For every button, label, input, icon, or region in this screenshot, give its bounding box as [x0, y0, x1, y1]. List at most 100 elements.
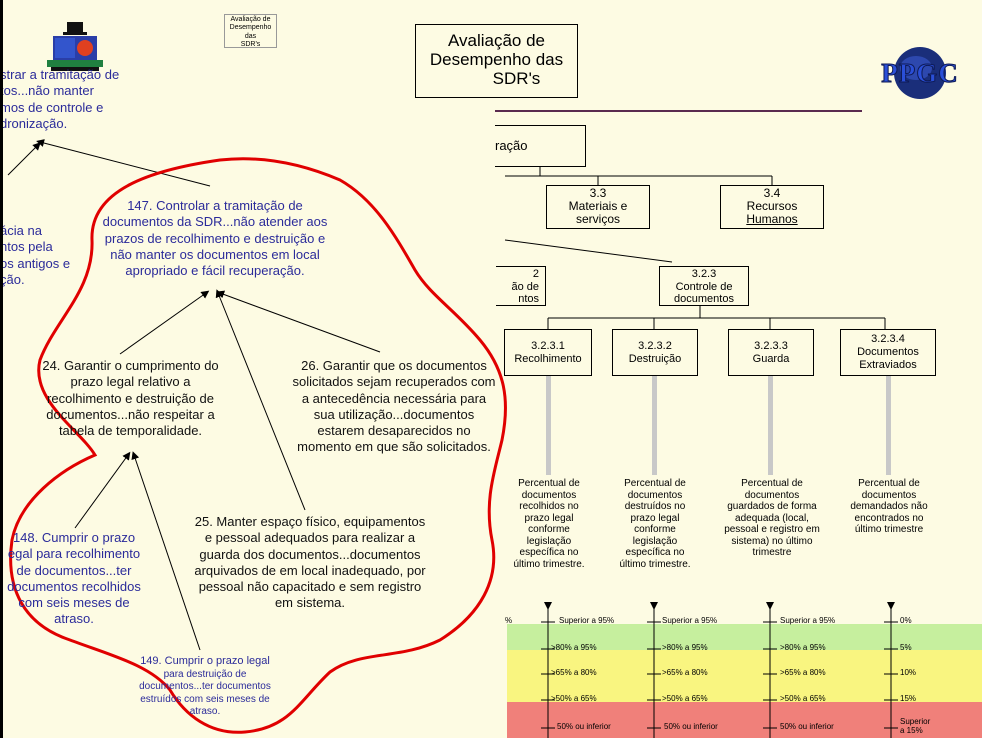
indicator-recolhimento: Percentual de documentos recolhidos no p… [513, 478, 585, 570]
node-side-partial: ácia na ntos pela os antigos e ção. [0, 223, 90, 288]
page-title-box: Avaliação de Desempenho das SDR's [415, 24, 578, 98]
node-text-line: com seis meses de [18, 595, 130, 610]
node-text-line: e pessoal adequados para realizar a [204, 530, 416, 546]
node-text-line: não manter os documentos em local [110, 246, 320, 262]
node-24: 24. Garantir o cumprimento do prazo lega… [28, 358, 233, 439]
leaf-3-2-3-3: 3.2.3.3 Guarda [728, 329, 814, 376]
small-title-line: Avaliação de [230, 16, 271, 23]
indicator-guarda: Percentual de documentos guardados de fo… [724, 478, 820, 558]
node-label: Humanos [746, 212, 798, 227]
node-label: Materiais e [568, 199, 628, 214]
small-title-box: Avaliação de Desempenho das SDR's [224, 14, 277, 48]
leaf-id: 3.2.3.2 [638, 340, 672, 352]
scale-label: >80% a 95% [551, 643, 597, 652]
node-text-line: strar a tramitação de [0, 67, 120, 82]
node-label: ração [495, 138, 528, 153]
node-text-line: para destruição de [163, 668, 247, 680]
node-147: 147. Controlar a tramitação de documento… [95, 198, 335, 279]
node-text-line: documentos...não respeitar a [46, 406, 215, 422]
node-label: serviços [575, 212, 620, 227]
scale-label: >80% a 95% [780, 643, 826, 652]
node-label: Controle de [675, 280, 733, 293]
node-25: 25. Manter espaço físico, equipamentos e… [185, 514, 435, 612]
node-text-line: 24. Garantir o cumprimento do [42, 358, 219, 373]
scale-label: >50% a 65% [780, 694, 826, 703]
node-148: 148. Cumprir o prazo egal para recolhime… [0, 530, 148, 628]
node-label: Recursos [746, 199, 798, 214]
leaf-id: 3.2.3.3 [754, 340, 788, 352]
scale-label: 10% [900, 668, 917, 677]
leaf-3-2-3-1: 3.2.3.1 Recolhimento [504, 329, 592, 376]
page-overlap-mask [10, 0, 13, 738]
leaf-id: 3.2.3.1 [531, 340, 565, 352]
node-text-line: de documentos...ter [16, 562, 132, 578]
node-id: 3.2.3 [691, 268, 717, 280]
leaf-label: Documentos Extraviados [857, 346, 919, 372]
node-text-line: 148. Cumprir o prazo [12, 530, 136, 545]
node-text-line: 25. Manter espaço físico, equipamentos [194, 514, 426, 529]
scale-label: >65% a 80% [780, 668, 826, 677]
node-top-partial: strar a tramitação de tos...não manter m… [0, 67, 150, 132]
node-text-line: atraso. [54, 611, 94, 627]
leaf-label: Destruição [628, 353, 682, 366]
leaf-3-2-3-4: 3.2.3.4 Documentos Extraviados [840, 329, 936, 376]
scale-label: 0% [900, 616, 912, 625]
scale-label: 50% ou inferior [664, 722, 718, 731]
ppgc-logo: PPGC [870, 38, 970, 108]
node-text-line: solicitados sejam recuperados com [292, 374, 496, 390]
small-title-line: Desempenho das [229, 24, 272, 40]
node-label: documentos [674, 293, 734, 306]
node-text-line: recolhimento e destruição de [47, 390, 214, 406]
node-text-line: tabela de temporalidade. [58, 423, 203, 438]
node-id: 3.3 [589, 186, 607, 200]
indicator-destruicao: Percentual de documentos destruídos no p… [619, 478, 691, 570]
page-title: SDR's [492, 69, 541, 89]
scale-label: 50% ou inferior [780, 722, 834, 731]
leaf-id: 3.2.3.4 [871, 333, 905, 345]
node-text-line: ntos pela [0, 239, 53, 255]
band-green [507, 624, 982, 650]
node-text-line: os antigos e [0, 255, 71, 271]
node-text-line: documentos...ter documentos [139, 681, 271, 693]
leaf-3-2-3-2: 3.2.3.2 Destruição [612, 329, 698, 376]
scale-label: 5% [900, 643, 912, 652]
scale-label: >50% a 65% [551, 694, 597, 703]
scale-edge-label: % [505, 616, 513, 625]
node-text-line: sua utilização...documentos [313, 406, 475, 422]
page-title: Avaliação de [447, 31, 546, 50]
node-text-line: tos...não manter [0, 83, 94, 99]
crest-icon [45, 22, 105, 72]
node-text-line: em sistema. [274, 595, 346, 611]
scale-label: 50% ou inferior [557, 722, 611, 731]
scale-label: Superior a 95% [559, 616, 615, 625]
scale-label: >80% a 95% [662, 643, 708, 652]
band-red [507, 702, 982, 738]
ppgc-logo-text: PPGC [881, 58, 959, 89]
band-top [507, 606, 982, 624]
node-top-box: ração [495, 125, 586, 167]
node-text-line: pessoal não capacitado e sem registro [198, 579, 422, 594]
node-3-2-2: 2 ão de ntos [496, 266, 546, 306]
small-title-line: SDR's [240, 41, 261, 49]
node-text-line: guarda dos documentos...documentos [199, 546, 421, 562]
node-text-line: prazos de recolhimento e destruição e [104, 230, 326, 246]
node-149: 149. Cumprir o prazo legal para destruiç… [125, 655, 285, 719]
indicator-extraviados: Percentual de documentos demandados não … [850, 478, 928, 535]
node-label: ão de [511, 280, 539, 293]
node-text-line: momento em que são solicitados. [297, 439, 491, 455]
node-text-line: a antecedência necessária para [301, 390, 487, 406]
scale-label: Superior a 95% [780, 616, 836, 625]
node-3-2-3: 3.2.3 Controle de documentos [659, 266, 749, 306]
node-text-line: arquivados de em local inadequado, por [194, 562, 426, 578]
node-text-line: egal para recolhimento [7, 546, 141, 562]
node-text-line: apropriado e fácil recuperação. [125, 263, 305, 278]
node-text-line: documentos recolhidos [7, 578, 141, 594]
node-text-line: 149. Cumprir o prazo legal [140, 655, 270, 667]
node-3-3: 3.3 Materiais e serviços [546, 185, 650, 229]
scale-label: 15% [900, 694, 917, 703]
node-3-4: 3.4 Recursos Humanos [720, 185, 824, 229]
leaf-label: Recolhimento [514, 353, 582, 366]
left-edge-bar [0, 0, 3, 738]
